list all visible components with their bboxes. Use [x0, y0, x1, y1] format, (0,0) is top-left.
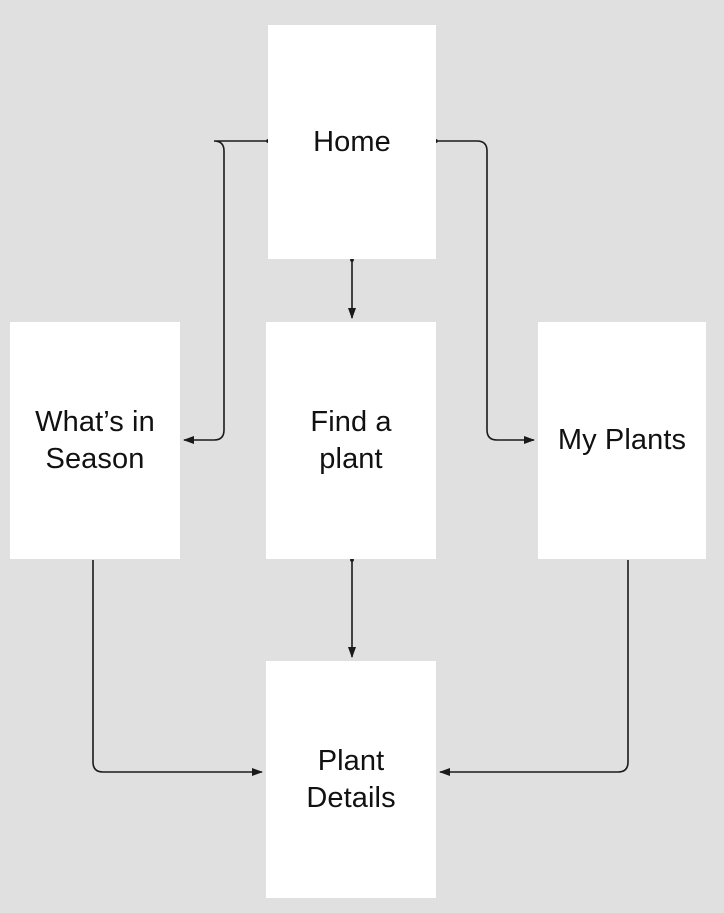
node-find-a-plant-label: Find a plant: [310, 405, 392, 475]
edge-home-to-season: [182, 139, 270, 445]
edge-myplants-to-details: [438, 560, 629, 777]
edge-season-to-details: [92, 560, 264, 777]
node-home-label: Home: [313, 125, 391, 158]
node-whats-in-season[interactable]: What’s in Season: [10, 322, 180, 559]
node-plant-details[interactable]: Plant Details: [266, 661, 436, 898]
node-plant-details-label: Plant Details: [306, 744, 396, 814]
node-find-a-plant[interactable]: Find a plant: [266, 322, 436, 559]
node-my-plants[interactable]: My Plants: [538, 322, 706, 559]
node-whats-in-season-label: What’s in Season: [35, 405, 155, 475]
node-my-plants-label: My Plants: [557, 424, 687, 456]
node-home[interactable]: Home: [268, 25, 436, 259]
edge-home-to-myplants: [434, 139, 536, 445]
